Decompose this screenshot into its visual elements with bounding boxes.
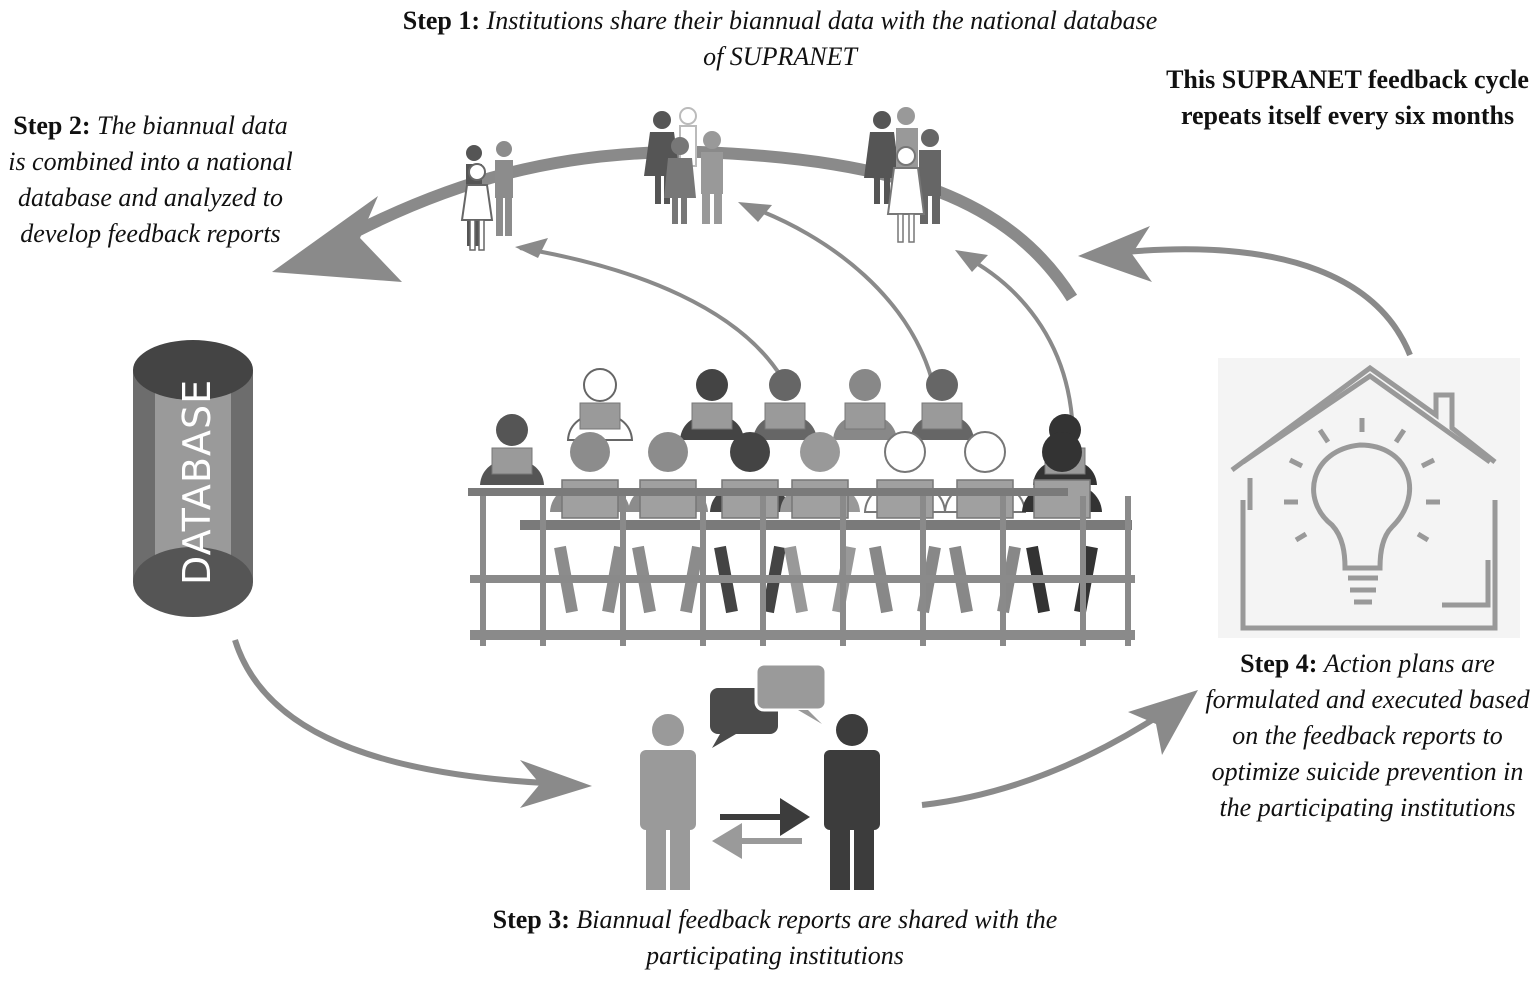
cycle-return-arrow (1078, 226, 1413, 357)
upload-arrows (515, 202, 1074, 419)
classroom-icon (468, 368, 1135, 646)
people-group-icon (460, 107, 941, 251)
step2-text: The biannual data is combined into a nat… (8, 111, 293, 248)
step1-label: Step 1: (402, 6, 481, 35)
step4-label: Step 4: (1240, 649, 1318, 678)
database-icon (133, 340, 253, 617)
step3-label: Step 3: (492, 905, 570, 934)
database-label: DATABASE (175, 379, 219, 585)
step3-to-step4-arrow (921, 690, 1198, 808)
cycle-note: This SUPRANET feedback cycle repeats its… (1166, 65, 1529, 130)
database-to-step3-arrow (232, 639, 592, 808)
step1-text: Institutions share their biannual data w… (486, 6, 1158, 71)
top-arc-arrow (272, 145, 1078, 302)
house-lightbulb-icon (1218, 358, 1520, 638)
step3-text: Biannual feedback reports are shared wit… (576, 905, 1058, 970)
step3-caption: Step 3: Biannual feedback reports are sh… (470, 902, 1080, 974)
step4-caption: Step 4: Action plans are formulated and … (1205, 646, 1530, 826)
step1-caption: Step 1: Institutions share their biannua… (400, 3, 1160, 75)
step2-caption: Step 2: The biannual data is combined in… (8, 108, 293, 252)
step2-label: Step 2: (13, 111, 91, 140)
conversation-icon (640, 662, 880, 890)
step4-text: Action plans are formulated and executed… (1205, 649, 1530, 822)
